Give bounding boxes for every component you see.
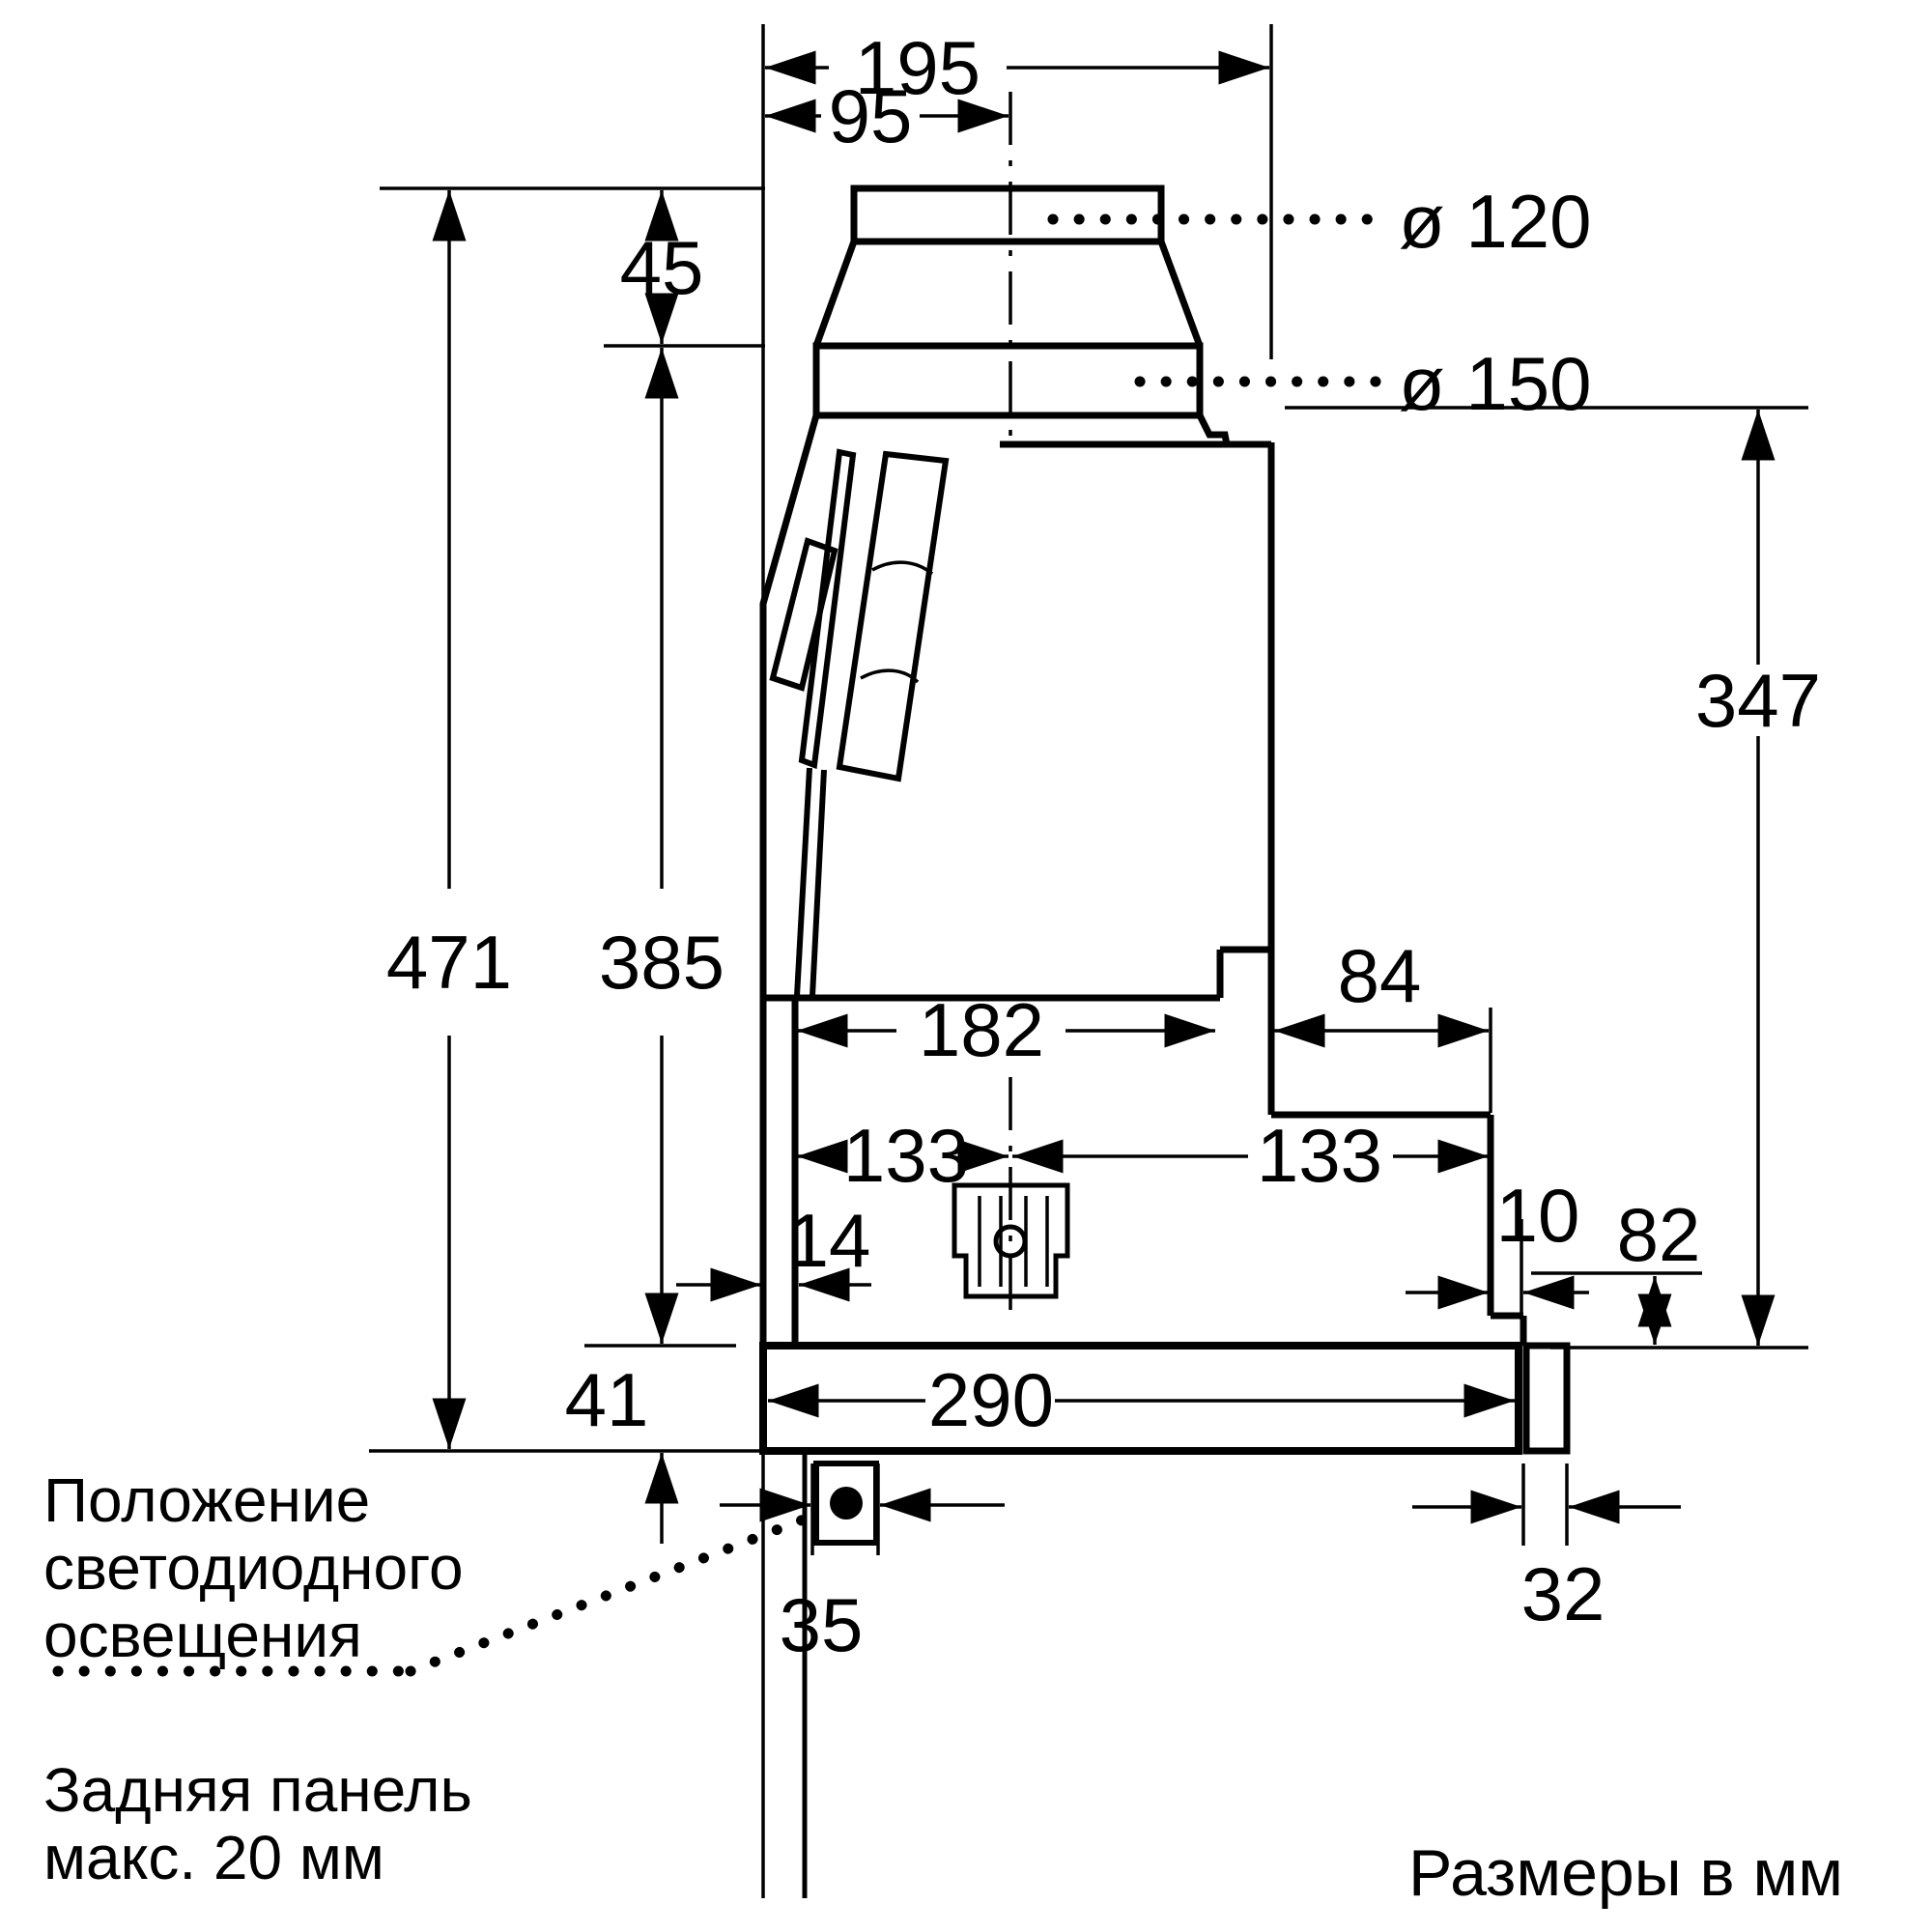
dimension-lines [432,50,1776,1544]
leader-lines [52,213,1387,1677]
dim-center-right: 133 [1257,1113,1382,1198]
terminal-block [952,1182,1070,1299]
dim-back-gap: 14 [787,1198,871,1283]
damper-blade-seam-2 [860,668,920,684]
dim-step-width: 84 [1338,933,1422,1018]
dim-plate-height: 41 [565,1357,649,1442]
collar-step-right [1196,413,1231,445]
led-note-line-2: светодиодного [43,1533,464,1603]
duct-collar-150 [812,342,1204,419]
damper-blade-small [798,448,857,770]
handle-strip [1522,1342,1571,1455]
dim-body-height: 385 [599,920,724,1005]
duct-taper-right [1157,240,1204,348]
dim-total-height: 471 [386,920,512,1005]
dim-duct-offset: 95 [829,73,913,158]
dim-handle-width: 32 [1521,1551,1605,1636]
led-leader-diagonal [405,1507,827,1677]
duct-adapter-120 [850,185,1165,245]
led-note-line-1: Положение [43,1465,370,1535]
hood-back-edge [759,414,820,1344]
dim-led-offset: 35 [780,1582,864,1667]
duct-taper-left [812,240,858,348]
terminal-block-body [952,1182,1070,1299]
dim-center-left: 133 [843,1113,969,1198]
dim-adapter-height: 45 [620,225,704,310]
damper-blade-large [836,450,950,782]
dim-plate-width: 290 [928,1357,1054,1442]
damper-bracket [769,537,838,692]
damper-tail-2 [810,769,827,997]
terminal-screw [993,1224,1028,1259]
damper-flaps [769,448,950,997]
hood-outline [759,185,1571,1898]
dia-label-150: ø 150 [1399,341,1591,426]
dim-front-height: 347 [1695,658,1821,743]
led-dot [830,1487,863,1520]
damper-tail-1 [794,767,812,997]
dim-bottom-height: 82 [1617,1192,1701,1277]
led-note-line-3: освещения [43,1601,362,1670]
damper-blade-seam-1 [871,560,934,576]
rear-panel-line-2: макс. 20 мм [43,1823,384,1892]
rear-panel-note: Задняя панель макс. 20 мм [43,1755,472,1892]
led-position-note: Положение светодиодного освещения [43,1465,464,1670]
rear-panel-line-1: Задняя панель [43,1755,472,1825]
dim-box-width: 182 [919,987,1044,1072]
led-housing [813,1461,879,1546]
led-marker [813,1461,879,1546]
dim-front-gap: 10 [1496,1173,1580,1258]
dia-label-120: ø 120 [1399,179,1591,264]
bottom-plate [759,1342,1522,1455]
dim-duct-top-width: 195 [855,25,980,110]
units-note: Размеры в мм [1408,1836,1843,1910]
